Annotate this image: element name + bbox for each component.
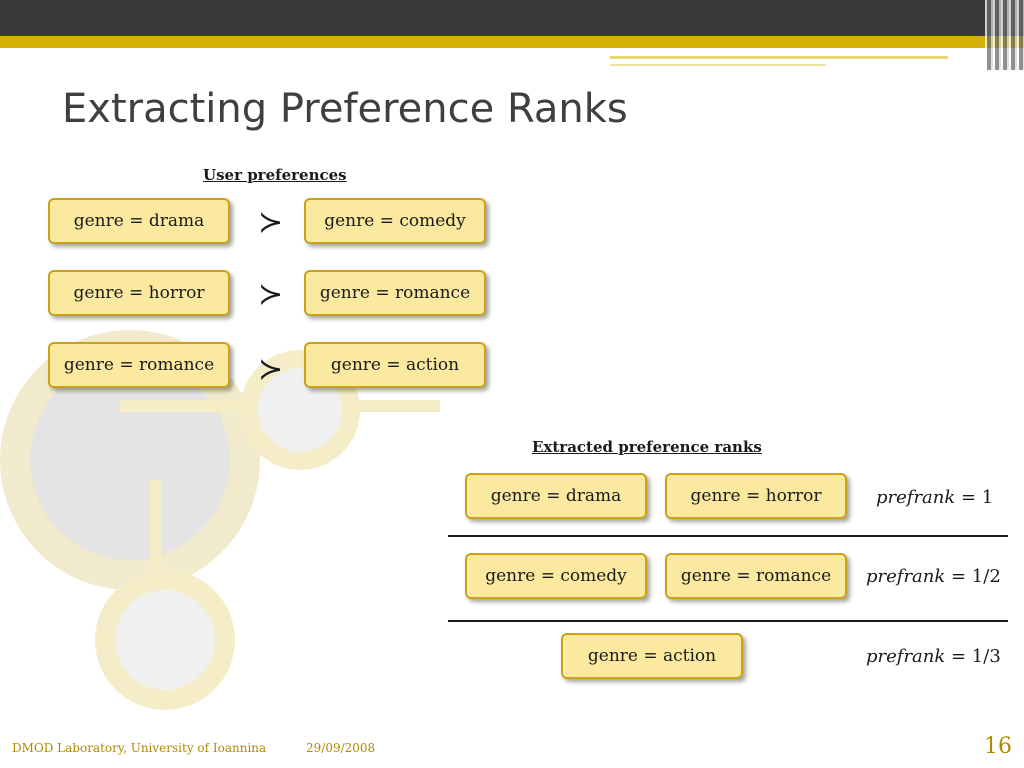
pref-left-drama: genre = drama xyxy=(48,198,230,244)
top-bar xyxy=(0,0,1024,36)
rank-divider xyxy=(448,620,1008,622)
prefrank-term: prefrank xyxy=(866,646,946,667)
rank1-label: prefrank = 1 xyxy=(876,487,993,508)
accent-line-short xyxy=(610,64,826,66)
succeeds-operator: ≻ xyxy=(258,277,284,312)
rank2-item-romance: genre = romance xyxy=(665,553,847,599)
rank-value: = 1/3 xyxy=(945,646,1001,667)
rank2-label: prefrank = 1/2 xyxy=(866,566,1001,587)
background-network-illustration xyxy=(0,330,440,710)
rank1-item-horror: genre = horror xyxy=(665,473,847,519)
rank-divider xyxy=(448,535,1008,537)
user-preferences-heading: User preferences xyxy=(203,166,347,184)
accent-line xyxy=(610,56,948,59)
pref-left-horror: genre = horror xyxy=(48,270,230,316)
rank-value: = 1/2 xyxy=(945,566,1001,587)
pref-right-comedy: genre = comedy xyxy=(304,198,486,244)
prefrank-term: prefrank xyxy=(876,487,956,508)
rank3-item-action: genre = action xyxy=(561,633,743,679)
rank-value: = 1 xyxy=(955,487,994,508)
succeeds-operator: ≻ xyxy=(258,352,284,387)
footer-date: 29/09/2008 xyxy=(306,741,376,755)
rank2-item-comedy: genre = comedy xyxy=(465,553,647,599)
extracted-ranks-heading: Extracted preference ranks xyxy=(532,438,762,456)
accent-bar xyxy=(0,36,1024,48)
slide-title: Extracting Preference Ranks xyxy=(62,86,628,132)
pref-right-action: genre = action xyxy=(304,342,486,388)
succeeds-operator: ≻ xyxy=(258,205,284,240)
rank1-item-drama: genre = drama xyxy=(465,473,647,519)
footer-organization: DMOD Laboratory, University of Ioannina xyxy=(12,741,267,755)
pref-right-romance: genre = romance xyxy=(304,270,486,316)
prefrank-term: prefrank xyxy=(866,566,946,587)
page-number: 16 xyxy=(984,734,1012,759)
corner-stripes xyxy=(985,0,1024,70)
rank3-label: prefrank = 1/3 xyxy=(866,646,1001,667)
pref-left-romance: genre = romance xyxy=(48,342,230,388)
